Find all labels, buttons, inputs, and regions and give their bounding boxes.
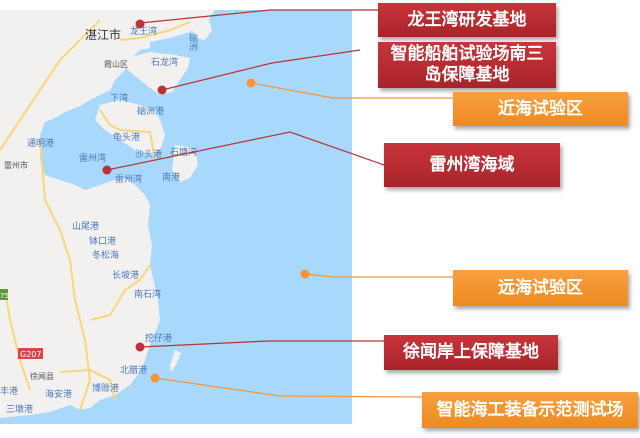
map-label-xuwen-county: 徐闻县 <box>30 371 54 381</box>
callout-farsea: 远海试验区 <box>453 270 628 306</box>
map-label-leizhou-bay2: 雷州湾 <box>115 173 142 185</box>
map-labels: 湛江市 龙王湾 霞山区 石龙湾 硇洲 下湾 硇洲港 龟头港 通明港 雷州湾 雷州… <box>0 25 198 415</box>
callout-xuwen: 徐闻岸上保障基地 <box>384 335 558 370</box>
map-label-naozhou: 硇洲 <box>187 32 198 51</box>
map-label-bokou: 钵口港 <box>89 235 116 247</box>
connector-nearsea <box>250 82 453 99</box>
connector-xuwen <box>139 340 384 348</box>
land <box>0 10 215 418</box>
map-label-g207: G207 <box>20 350 41 359</box>
callout-leizhou-text: 雷州湾海域 <box>429 154 515 175</box>
map-label-boshe: 博赊港 <box>92 382 119 394</box>
callout-nansan-line1: 智能船舶试验场南三 <box>390 44 544 64</box>
marker-nansan[interactable] <box>157 85 167 95</box>
connector-lines <box>106 9 453 398</box>
callout-xuwen-text: 徐闻岸上保障基地 <box>403 342 539 362</box>
marker-demo[interactable] <box>150 373 160 383</box>
map-label-tongming: 通明港 <box>27 137 54 149</box>
map-label-naozhou-port: 硇洲港 <box>137 105 164 117</box>
highway-shield-g207 <box>18 348 43 359</box>
map-label-dongsong: 冬松海 <box>92 249 119 261</box>
markers <box>102 19 310 383</box>
marker-leizhou[interactable] <box>102 165 112 175</box>
map-label-leizhou-city: 雷州市 <box>4 160 28 170</box>
map-label-nanshi: 南石湾 <box>134 288 161 300</box>
map-label-sandun: 三墩港 <box>6 403 33 415</box>
marker-nearsea[interactable] <box>246 78 256 88</box>
callout-farsea-text: 远海试验区 <box>498 277 583 298</box>
map-label-zhanjiang: 湛江市 <box>85 27 121 42</box>
callout-longwang-text: 龙王湾研发基地 <box>407 9 527 30</box>
connector-leizhou <box>106 131 385 171</box>
map-label-shilong-bay: 石龙湾 <box>151 56 178 68</box>
map-label-xiashan: 霞山区 <box>104 59 128 69</box>
map-label-road75: 75 <box>0 292 9 300</box>
map-label-longwang-bay: 龙王湾 <box>130 25 157 37</box>
callout-longwang: 龙王湾研发基地 <box>378 3 556 37</box>
map-label-shanwei: 山尾港 <box>72 220 99 232</box>
callout-demo: 智能海工装备示范测试场 <box>422 392 638 428</box>
callout-nearsea-text: 近海试验区 <box>498 98 583 119</box>
map-label-wazai: 挖仔港 <box>145 332 172 344</box>
map-label-leizhou-bay1: 雷州湾 <box>79 152 106 164</box>
highway-shield-75 <box>0 289 8 300</box>
map-label-nangang: 南港 <box>162 171 180 183</box>
map-label-feng: 丰港 <box>0 385 18 397</box>
map-label-xiawan: 下湾 <box>110 92 128 104</box>
marker-xuwen[interactable] <box>135 342 145 352</box>
connector-nansan <box>161 49 361 91</box>
marker-longwang[interactable] <box>135 19 145 29</box>
map-label-guitou: 龟头港 <box>113 131 140 143</box>
callout-nansan: 智能船舶试验场南三 岛保障基地 <box>378 42 556 88</box>
map-label-haian: 海安港 <box>45 388 72 400</box>
callout-demo-text: 智能海工装备示范测试场 <box>436 399 624 420</box>
connector-farsea <box>304 273 453 278</box>
connector-longwang <box>139 9 378 24</box>
map-label-beila: 北腊港 <box>120 364 147 376</box>
connector-demo <box>154 377 423 398</box>
callout-nearsea: 近海试验区 <box>453 92 628 126</box>
callout-nansan-line2: 岛保障基地 <box>424 65 510 85</box>
roads <box>0 19 191 411</box>
callout-leizhou: 雷州湾海域 <box>384 143 560 187</box>
map-label-shatou: 沙头港 <box>135 148 162 160</box>
marker-farsea[interactable] <box>300 269 310 279</box>
map-label-changpo: 长坡港 <box>112 269 139 281</box>
